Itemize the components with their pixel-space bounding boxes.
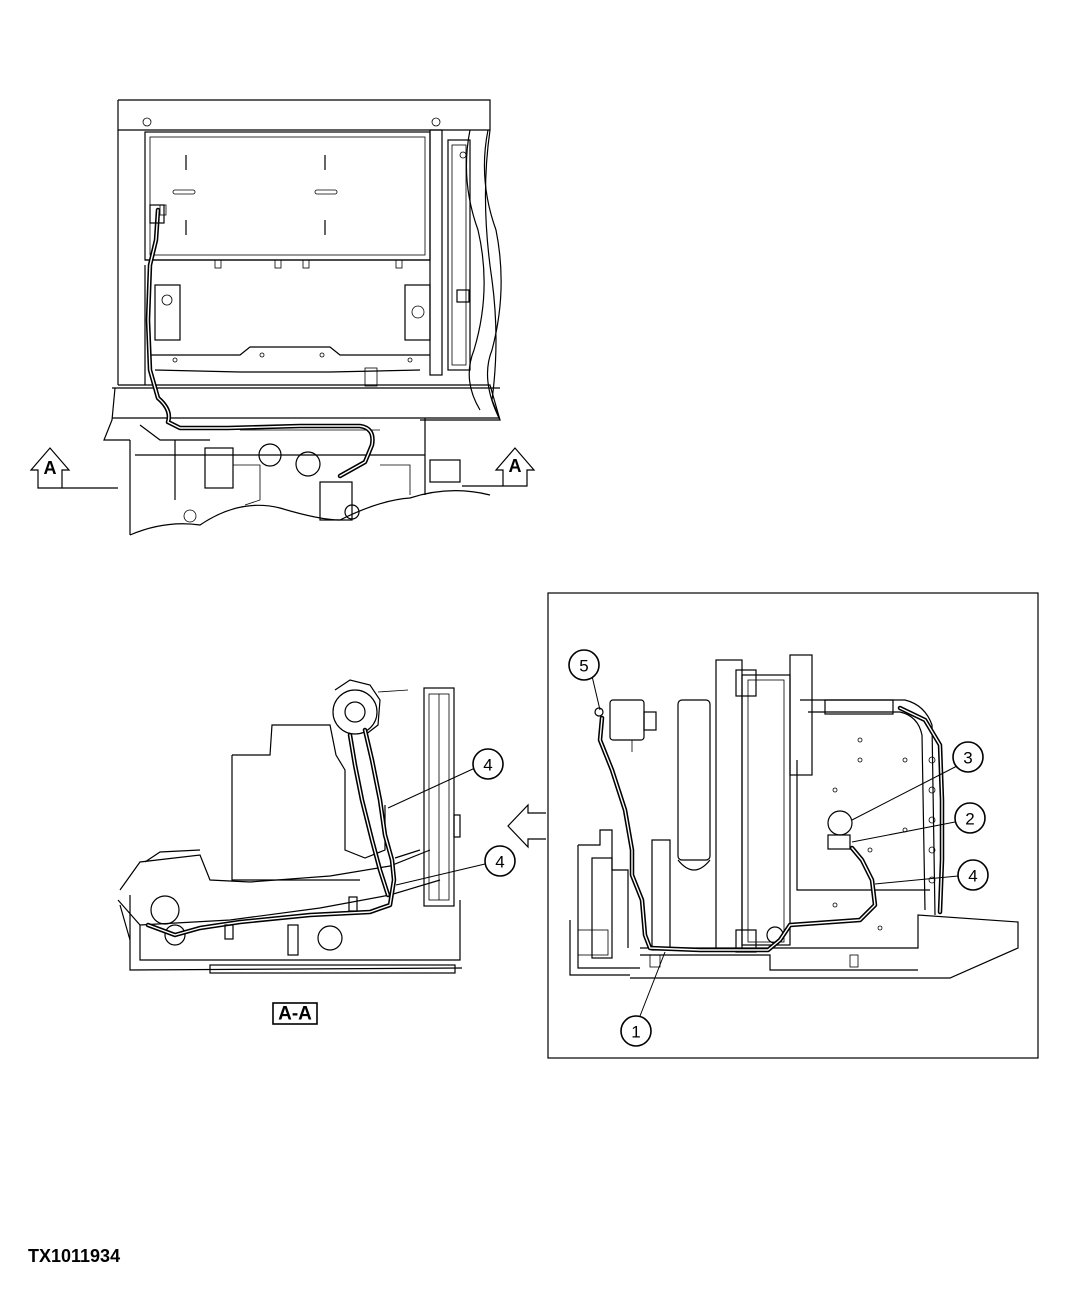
svg-text:1: 1 xyxy=(631,1023,640,1042)
callout-detail-4: 4 xyxy=(957,859,989,891)
detail-view: 5 3 2 4 1 xyxy=(547,592,1039,1059)
view-arrow-left-label: A xyxy=(44,458,57,478)
callout-section-4-upper: 4 xyxy=(472,748,504,780)
view-arrow-left: A xyxy=(29,447,118,489)
callout-section-4-lower: 4 xyxy=(484,845,516,877)
callout-detail-5: 5 xyxy=(568,649,600,681)
detail-pointer-arrow xyxy=(507,803,546,849)
svg-text:4: 4 xyxy=(495,853,504,872)
callout-detail-2: 2 xyxy=(954,802,986,834)
top-view: A A xyxy=(29,99,536,536)
section-view: 4 4 A-A xyxy=(117,679,516,1025)
svg-text:4: 4 xyxy=(968,867,977,886)
svg-text:5: 5 xyxy=(579,657,588,676)
svg-text:3: 3 xyxy=(963,749,972,768)
callout-detail-1: 1 xyxy=(620,1015,652,1047)
figure-id: TX1011934 xyxy=(28,1246,121,1266)
svg-text:A-A: A-A xyxy=(278,1004,312,1025)
svg-text:4: 4 xyxy=(483,756,492,775)
view-arrow-right: A xyxy=(462,447,536,487)
section-label: A-A xyxy=(272,1002,318,1025)
svg-text:2: 2 xyxy=(965,810,974,829)
callout-detail-3: 3 xyxy=(952,741,984,773)
view-arrow-right-label: A xyxy=(509,456,522,476)
